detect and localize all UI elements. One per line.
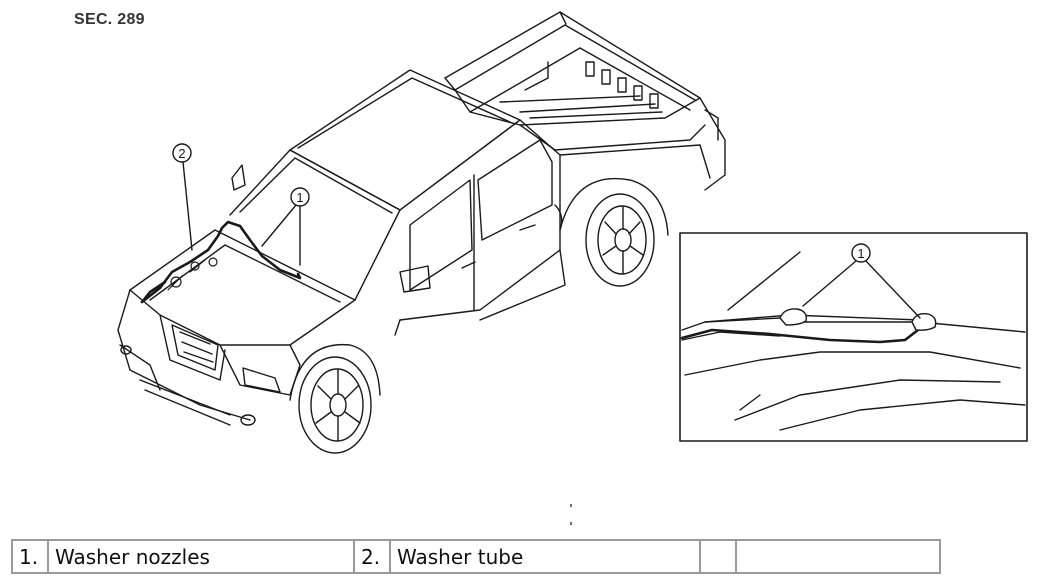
callout-1-label: 1 (296, 190, 303, 205)
legend-num-3 (699, 539, 737, 574)
legend-text-2: Washer tube (389, 539, 701, 574)
detail-inset (679, 232, 1028, 442)
washer-tube-line (140, 220, 302, 304)
detail-callout-1-label: 1 (857, 246, 864, 261)
legend-num-2: 2. (353, 539, 391, 574)
detail-nozzles (779, 308, 937, 331)
front-wheel (289, 343, 381, 454)
legend-num-1: 1. (11, 539, 49, 574)
truck-bed (444, 11, 726, 191)
legend-text-1: Washer nozzles (47, 539, 355, 574)
section-label: SEC. 289 (74, 11, 145, 28)
truck-front (117, 164, 356, 426)
legend-table: 1. Washer nozzles 2. Washer tube (11, 539, 941, 574)
callout-2-label: 2 (178, 146, 185, 161)
truck-illustration: 2 1 1 (117, 11, 1028, 454)
legend-text-3 (735, 539, 941, 574)
engine-bay-detail (167, 257, 218, 291)
callout-2 (172, 143, 193, 251)
rear-wheel (559, 177, 669, 287)
detail-callout-1 (802, 243, 921, 319)
callout-1 (261, 187, 310, 266)
legend-row: 1. Washer nozzles 2. Washer tube (11, 539, 941, 574)
scan-artifact (570, 494, 584, 525)
truck-cab (229, 69, 566, 336)
detail-washer-tube (680, 328, 920, 344)
